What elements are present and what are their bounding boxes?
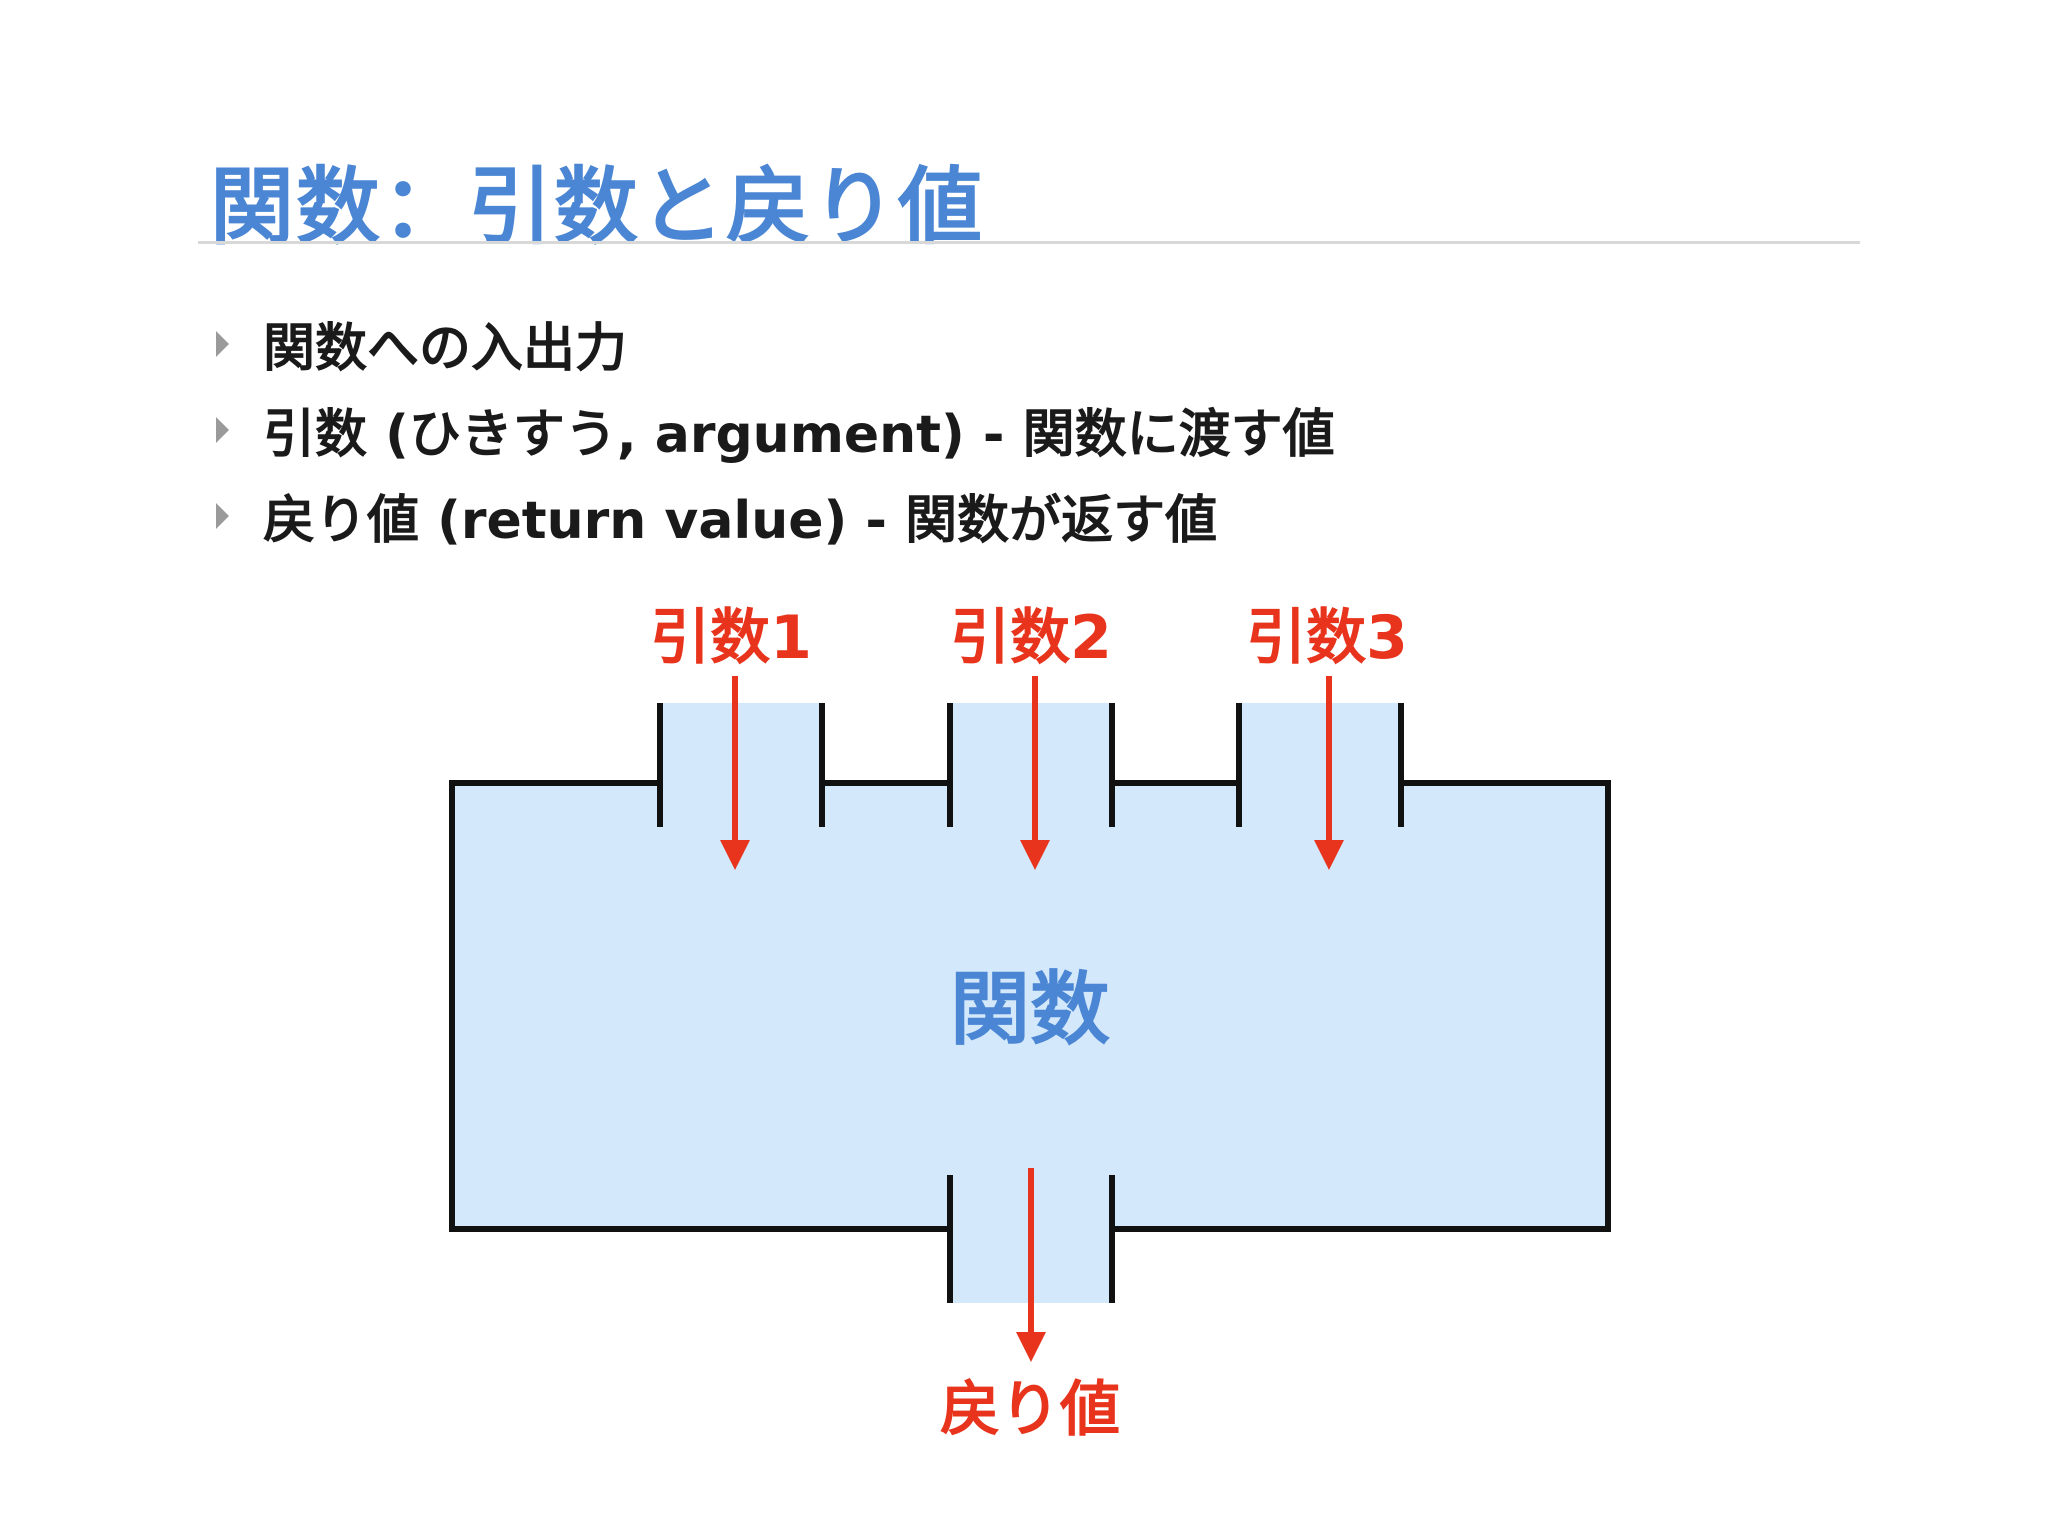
bullet-text: 戻り値 (return value) - 関数が返す値 (263, 490, 1218, 551)
function-body-outline (449, 703, 1611, 1303)
argument-label-3: 引数3 (1246, 603, 1408, 673)
list-item: 関数への入出力 (216, 300, 1335, 386)
arrow-down-icon (720, 676, 750, 870)
list-item: 戻り値 (return value) - 関数が返す値 (216, 472, 1335, 558)
input-port-fill-2 (950, 703, 1112, 787)
arrow-down-icon (1016, 1168, 1046, 1362)
argument-label-1: 引数1 (650, 603, 812, 673)
bullet-text: 引数 (ひきすう, argument) - 関数に渡す値 (263, 404, 1335, 465)
input-port-fill-1 (660, 703, 822, 787)
bullet-list: 関数への入出力 引数 (ひきすう, argument) - 関数に渡す値 戻り値… (216, 300, 1335, 558)
return-value-label: 戻り値 (940, 1375, 1120, 1445)
bullet-text: 関数への入出力 (263, 318, 628, 379)
arrow-down-icon (1314, 676, 1344, 870)
slide-title: 関数：引数と戻り値 (210, 158, 985, 256)
input-port-fill-3 (1239, 703, 1401, 787)
triangle-right-icon (216, 331, 229, 357)
function-label: 関数 (950, 963, 1110, 1056)
argument-label-2: 引数2 (950, 603, 1112, 673)
arrow-down-icon (1020, 676, 1050, 870)
list-item: 引数 (ひきすう, argument) - 関数に渡す値 (216, 386, 1335, 472)
triangle-right-icon (216, 417, 229, 443)
triangle-right-icon (216, 503, 229, 529)
title-divider (198, 241, 1860, 244)
